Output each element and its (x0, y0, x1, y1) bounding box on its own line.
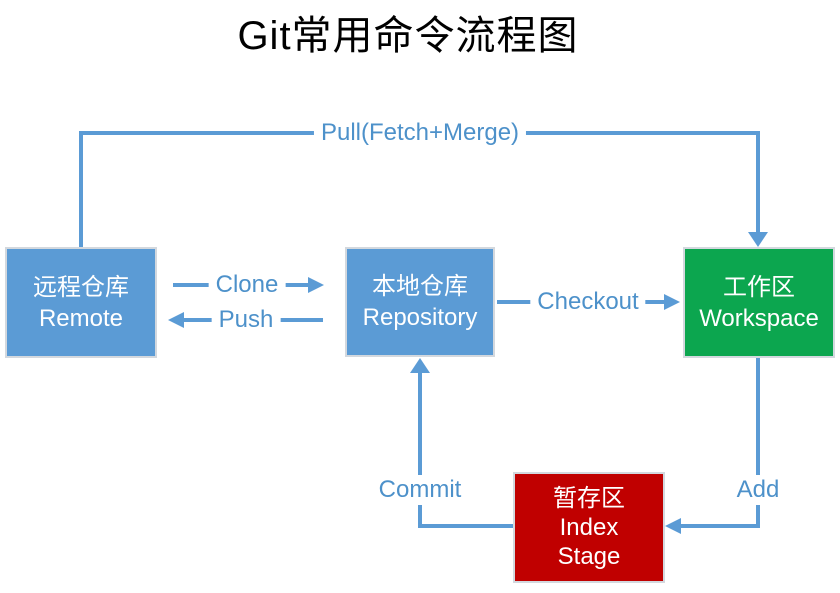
node-repository-label-cn: 本地仓库 (372, 273, 468, 300)
node-workspace: 工作区 Workspace (683, 247, 835, 358)
add-arrowhead (665, 518, 681, 534)
node-repository-label-en: Repository (362, 304, 478, 331)
node-workspace-label-en: Workspace (699, 304, 819, 332)
commit-connector-segment (418, 524, 513, 528)
edge-label-add: Add (729, 475, 787, 505)
add-connector-segment (756, 358, 760, 528)
node-index-label-en2: Stage (557, 543, 621, 570)
edge-label-commit: Commit (371, 475, 469, 505)
edge-label-pull: Pull(Fetch+Merge) (313, 118, 527, 148)
node-workspace-label-cn: 工作区 (723, 273, 795, 301)
node-index-stage: 暂存区 Index Stage (513, 472, 665, 583)
checkout-arrowhead (664, 294, 680, 310)
node-remote-label-cn: 远程仓库 (33, 273, 129, 301)
commit-arrowhead (410, 358, 430, 373)
node-remote-repository: 远程仓库 Remote (5, 247, 157, 358)
node-index-label-en1: Index (559, 514, 619, 541)
pull-arrowhead (748, 232, 768, 247)
edge-label-clone: Clone (208, 270, 286, 300)
node-local-repository: 本地仓库 Repository (345, 247, 495, 357)
page-title: Git常用命令流程图 (237, 14, 579, 58)
pull-connector-segment (756, 131, 760, 232)
pull-connector-segment (79, 131, 83, 247)
edge-label-checkout: Checkout (530, 287, 646, 317)
edge-label-push: Push (211, 305, 281, 335)
add-connector-segment (681, 524, 760, 528)
node-index-label-cn: 暂存区 (553, 485, 625, 512)
clone-arrowhead (308, 277, 324, 293)
commit-connector-segment (418, 373, 422, 528)
node-remote-label-en: Remote (38, 304, 124, 332)
push-arrowhead (168, 312, 184, 328)
